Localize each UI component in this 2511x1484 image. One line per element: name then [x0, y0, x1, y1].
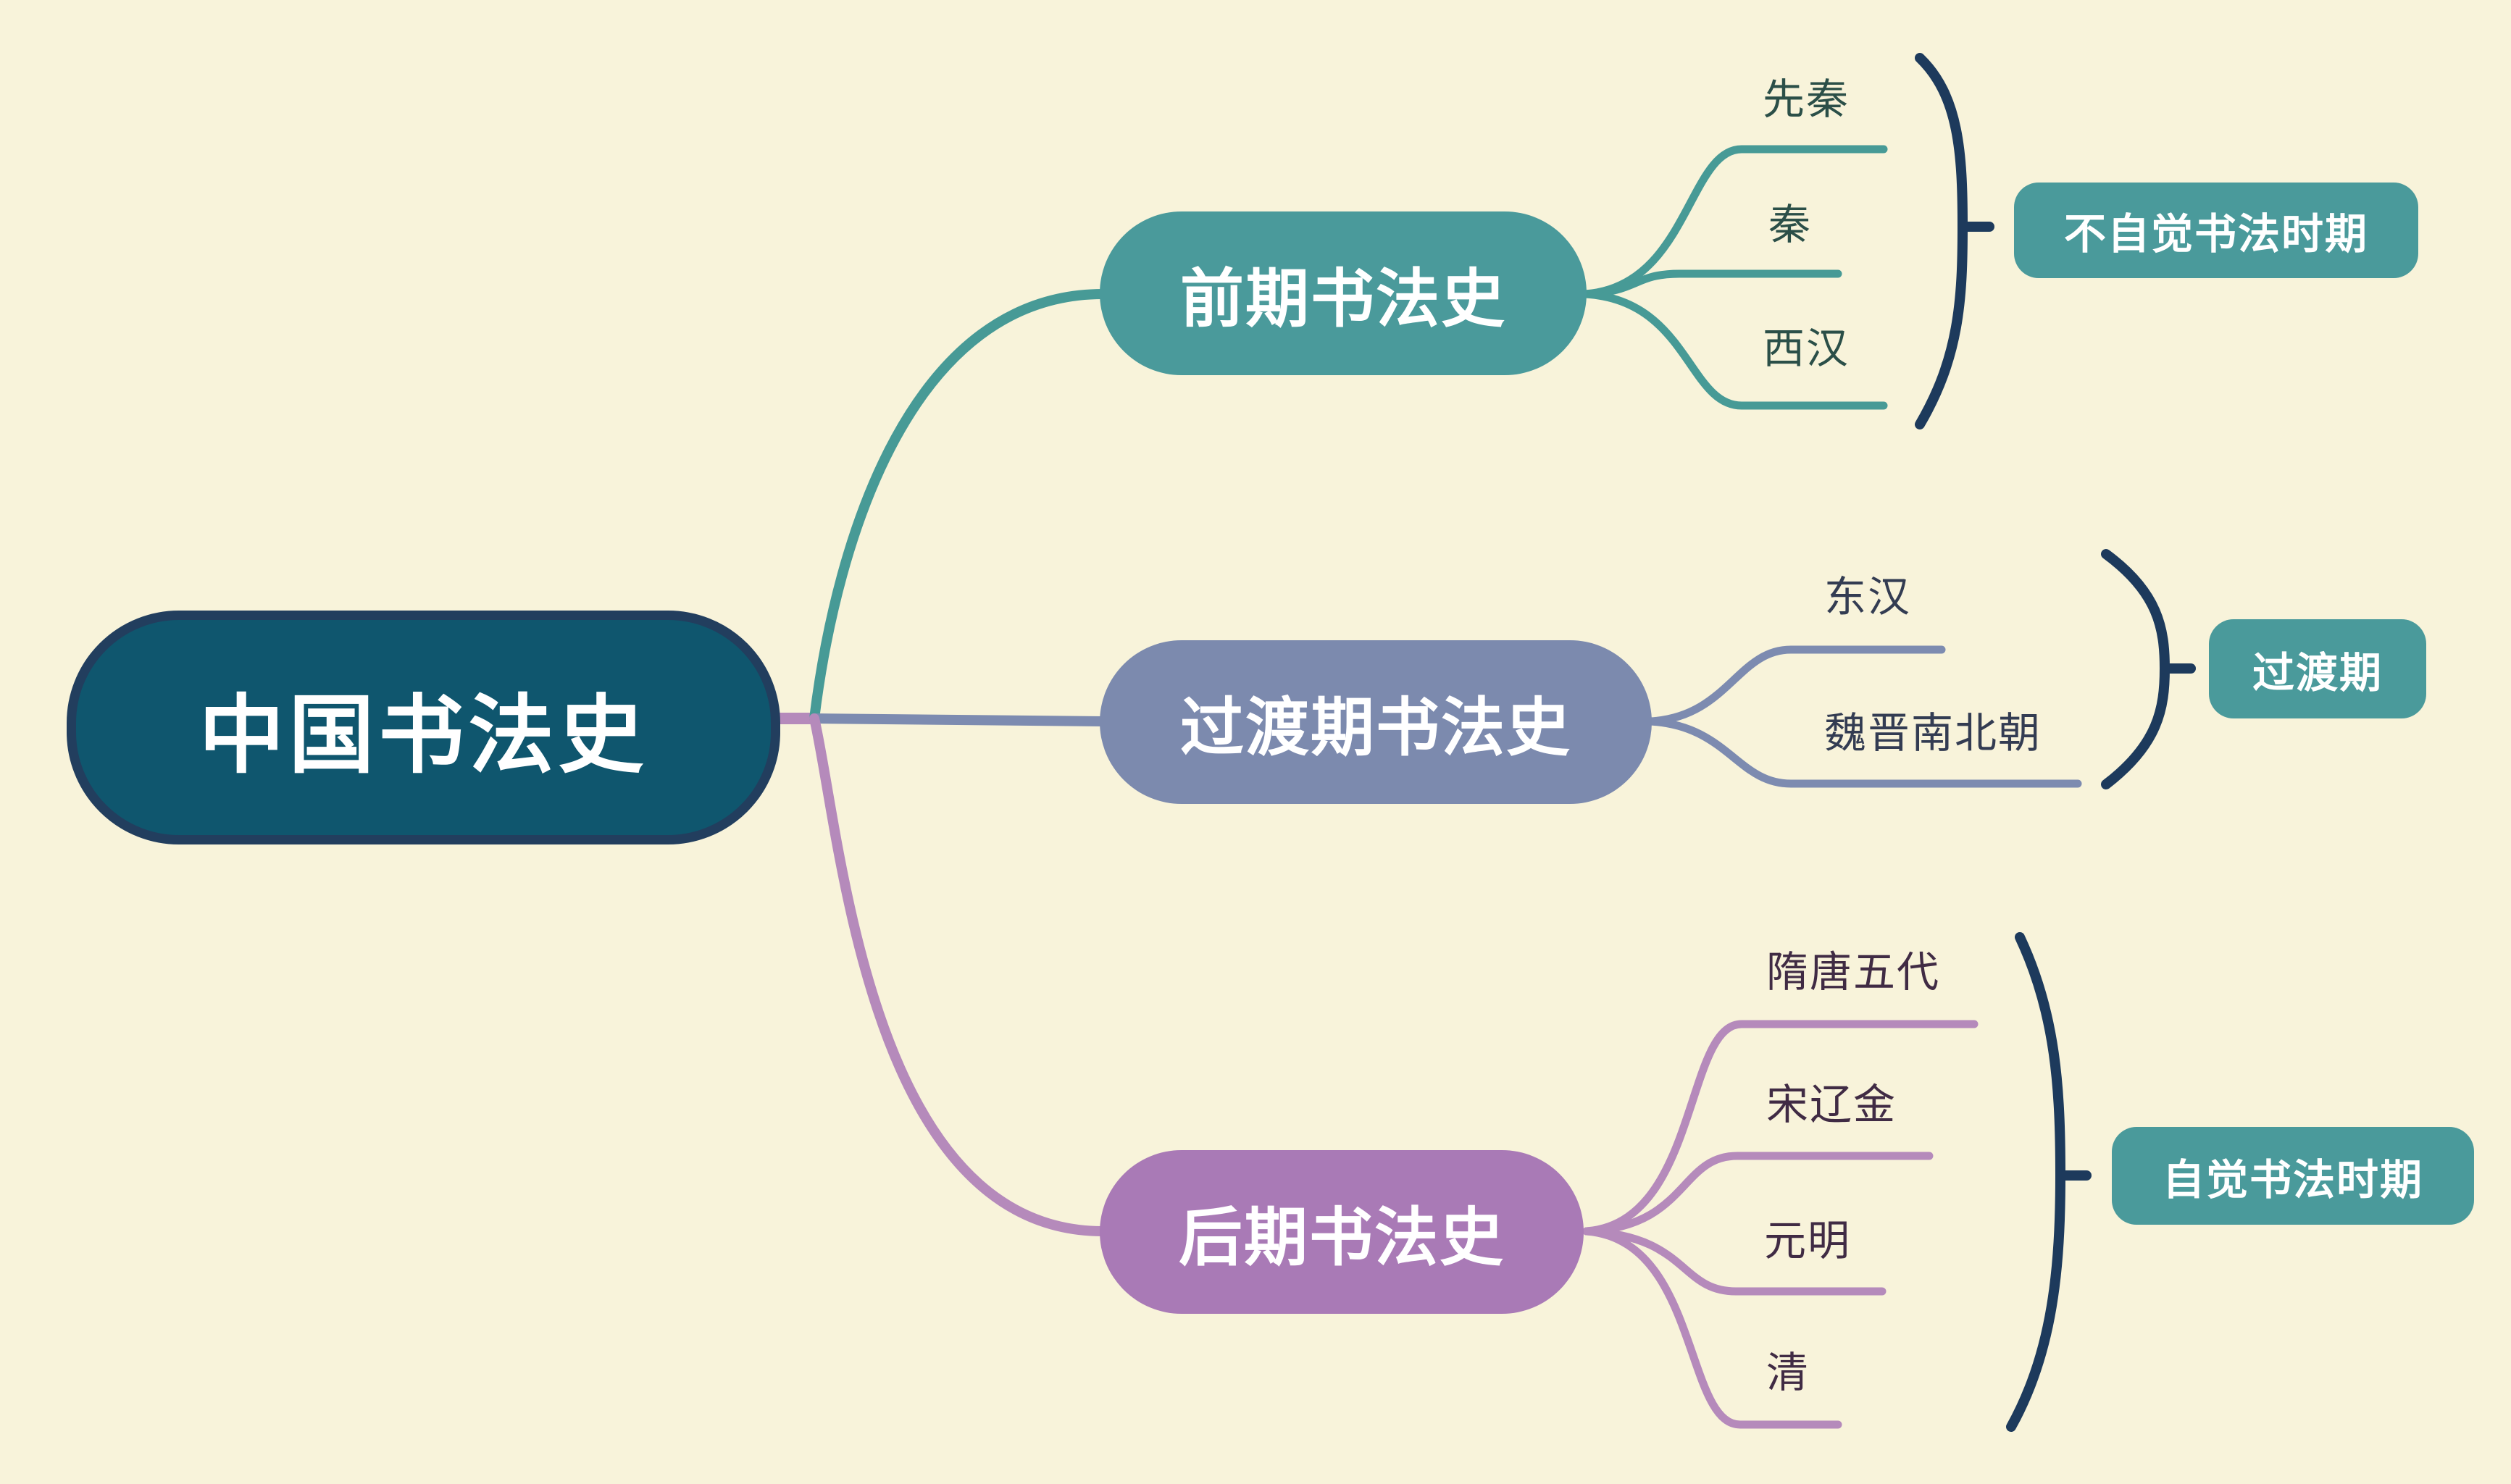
root-connectors [768, 289, 1108, 1236]
leaf-line-xihan [1581, 290, 1888, 410]
leaf-line-qin [1581, 269, 1842, 298]
leaf-line-qing [1582, 1227, 1842, 1429]
connector-root-branch-late [809, 713, 1108, 1236]
bracket-transition [2101, 549, 2171, 789]
leaf-line-songliaojin [1582, 1152, 1934, 1236]
branch-node-late[interactable]: 后期书法史 [1100, 1150, 1584, 1314]
leaf-line-suitang [1582, 1020, 1979, 1236]
connector-root-branch-early [809, 289, 1108, 724]
leaf-line-yuanming [1582, 1227, 1887, 1296]
leaf-xianqin[interactable]: 先秦 [1763, 75, 1850, 124]
leaf-suitang-wudai[interactable]: 隋唐五代 [1766, 947, 1941, 997]
root-node[interactable]: 中国书法史 [67, 611, 780, 844]
leaf-songliaojin[interactable]: 宋辽金 [1766, 1080, 1897, 1129]
period-badge-transition[interactable]: 过渡期 [2209, 619, 2426, 718]
bracket-early [1915, 53, 1968, 429]
leaf-donghan[interactable]: 东汉 [1824, 572, 1912, 621]
leaf-line-donghan [1646, 645, 1946, 726]
branch-late-leaf-lines [1582, 1020, 1979, 1429]
leaf-qin[interactable]: 秦 [1768, 200, 1813, 249]
group-brackets [1915, 53, 2196, 1432]
leaf-xihan[interactable]: 西汉 [1763, 324, 1850, 373]
period-badge-unconscious[interactable]: 不自觉书法时期 [2014, 183, 2418, 278]
branch-early-leaf-lines [1581, 145, 1888, 410]
branch-node-transition[interactable]: 过渡期书法史 [1100, 640, 1652, 804]
leaf-weijin-nanbeichao[interactable]: 魏晋南北朝 [1824, 708, 2042, 758]
leaf-qing[interactable]: 清 [1766, 1348, 1810, 1397]
leaf-line-weijin [1646, 717, 2082, 788]
bracket-late [2006, 932, 2066, 1432]
leaf-yuanming[interactable]: 元明 [1764, 1216, 1852, 1265]
period-badge-conscious[interactable]: 自觉书法时期 [2112, 1127, 2474, 1225]
connector-root-branch-transition [809, 713, 1108, 726]
branch-node-early[interactable]: 前期书法史 [1100, 211, 1587, 375]
branch-transition-leaf-lines [1646, 645, 2082, 788]
